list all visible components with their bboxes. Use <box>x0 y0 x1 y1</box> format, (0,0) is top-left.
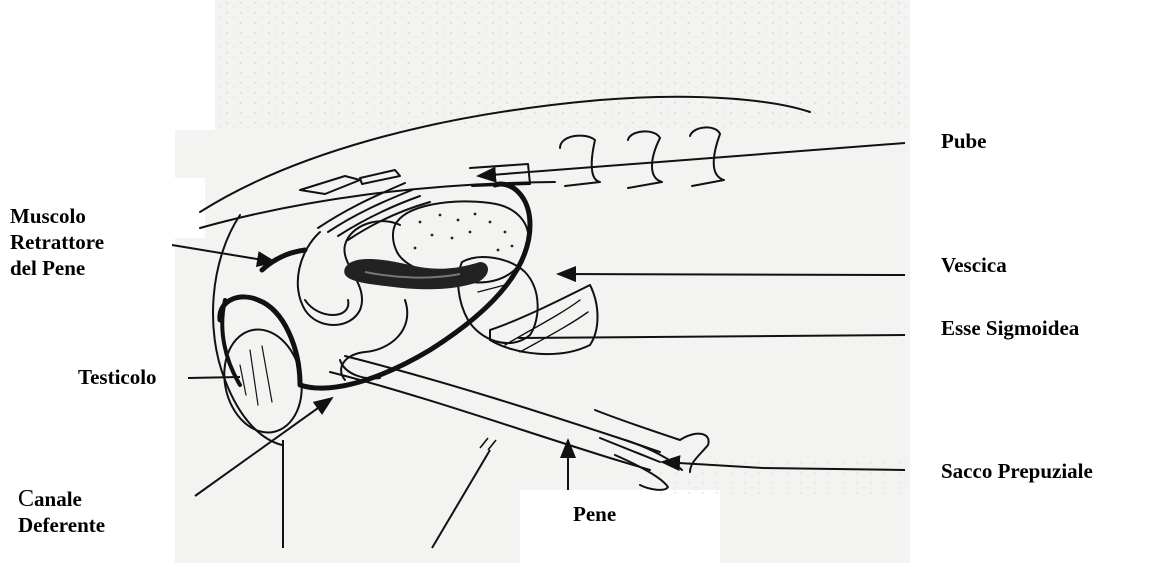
label-muscolo-line1: Muscolo <box>10 203 160 229</box>
label-pube: Pube <box>941 128 987 154</box>
label-sacco-prepuziale: Sacco Prepuziale <box>941 458 1093 484</box>
leader-testicolo <box>188 377 240 378</box>
label-canale-initial: C <box>18 486 34 512</box>
label-muscolo-line2: Retrattore <box>10 229 160 255</box>
label-canale-rest: anale <box>34 487 82 511</box>
label-pene: Pene <box>573 501 616 527</box>
label-canale-line1: Canale <box>18 486 158 512</box>
label-muscolo-retrattore: Muscolo Retrattore del Pene <box>10 203 160 281</box>
label-muscolo-line3: del Pene <box>10 255 160 281</box>
label-testicolo: Testicolo <box>78 364 157 390</box>
label-canale-deferente: Canale Deferente <box>18 486 158 538</box>
label-canale-line2: Deferente <box>18 512 158 538</box>
leader-vescica <box>558 274 905 275</box>
label-vescica: Vescica <box>941 252 1007 278</box>
paper-background <box>175 0 910 563</box>
label-esse-sigmoidea: Esse Sigmoidea <box>941 315 1079 341</box>
